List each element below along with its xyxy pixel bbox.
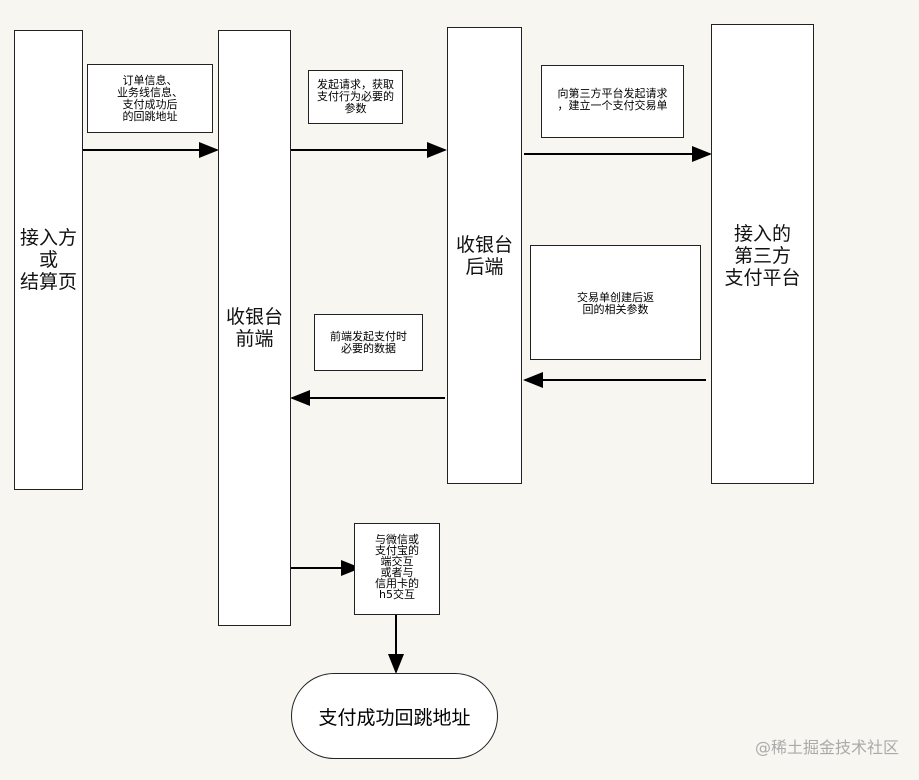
note-text: 交易单创建后返 回的相关参数 [577,291,654,316]
note-order-info: 订单信息、 业务线信息、 支付成功后 的回跳地址 [87,64,213,133]
note-request-params: 发起请求，获取 支付行为必要的 参数 [308,70,403,124]
note-text: 发起请求，获取 支付行为必要的 参数 [317,78,394,115]
note-text: 前端发起支付时 必要的数据 [330,329,407,355]
end-label: 支付成功回跳地址 [318,706,471,729]
watermark: @稀土掘金技术社区 [754,738,899,757]
caller-node: 接入方 或 结算页 [14,30,83,490]
third-party-node: 接入的 第三方 支付平台 [711,24,814,484]
frontend-label: 收银台 前端 [225,306,283,350]
backend-node: 收银台 后端 [447,27,522,484]
end-node: 支付成功回跳地址 [291,673,498,759]
third-party-label: 接入的 第三方 支付平台 [724,223,801,289]
backend-label: 收银台 后端 [455,234,513,278]
note-text: 向第三方平台发起请求 ，建立一个支付交易单 [557,87,668,112]
note-trade-return: 交易单创建后返 回的相关参数 [530,245,701,360]
note-interaction: 与微信或 支付宝的 端交互 或者与 信用卡的 h5交互 [354,523,440,615]
caller-label: 接入方 或 结算页 [19,227,77,293]
note-frontend-data: 前端发起支付时 必要的数据 [314,314,423,371]
note-create-trade: 向第三方平台发起请求 ，建立一个支付交易单 [541,65,684,138]
frontend-node: 收银台 前端 [218,30,291,626]
note-text: 订单信息、 业务线信息、 支付成功后 的回跳地址 [117,73,183,123]
note-text: 与微信或 支付宝的 端交互 或者与 信用卡的 h5交互 [375,533,419,601]
